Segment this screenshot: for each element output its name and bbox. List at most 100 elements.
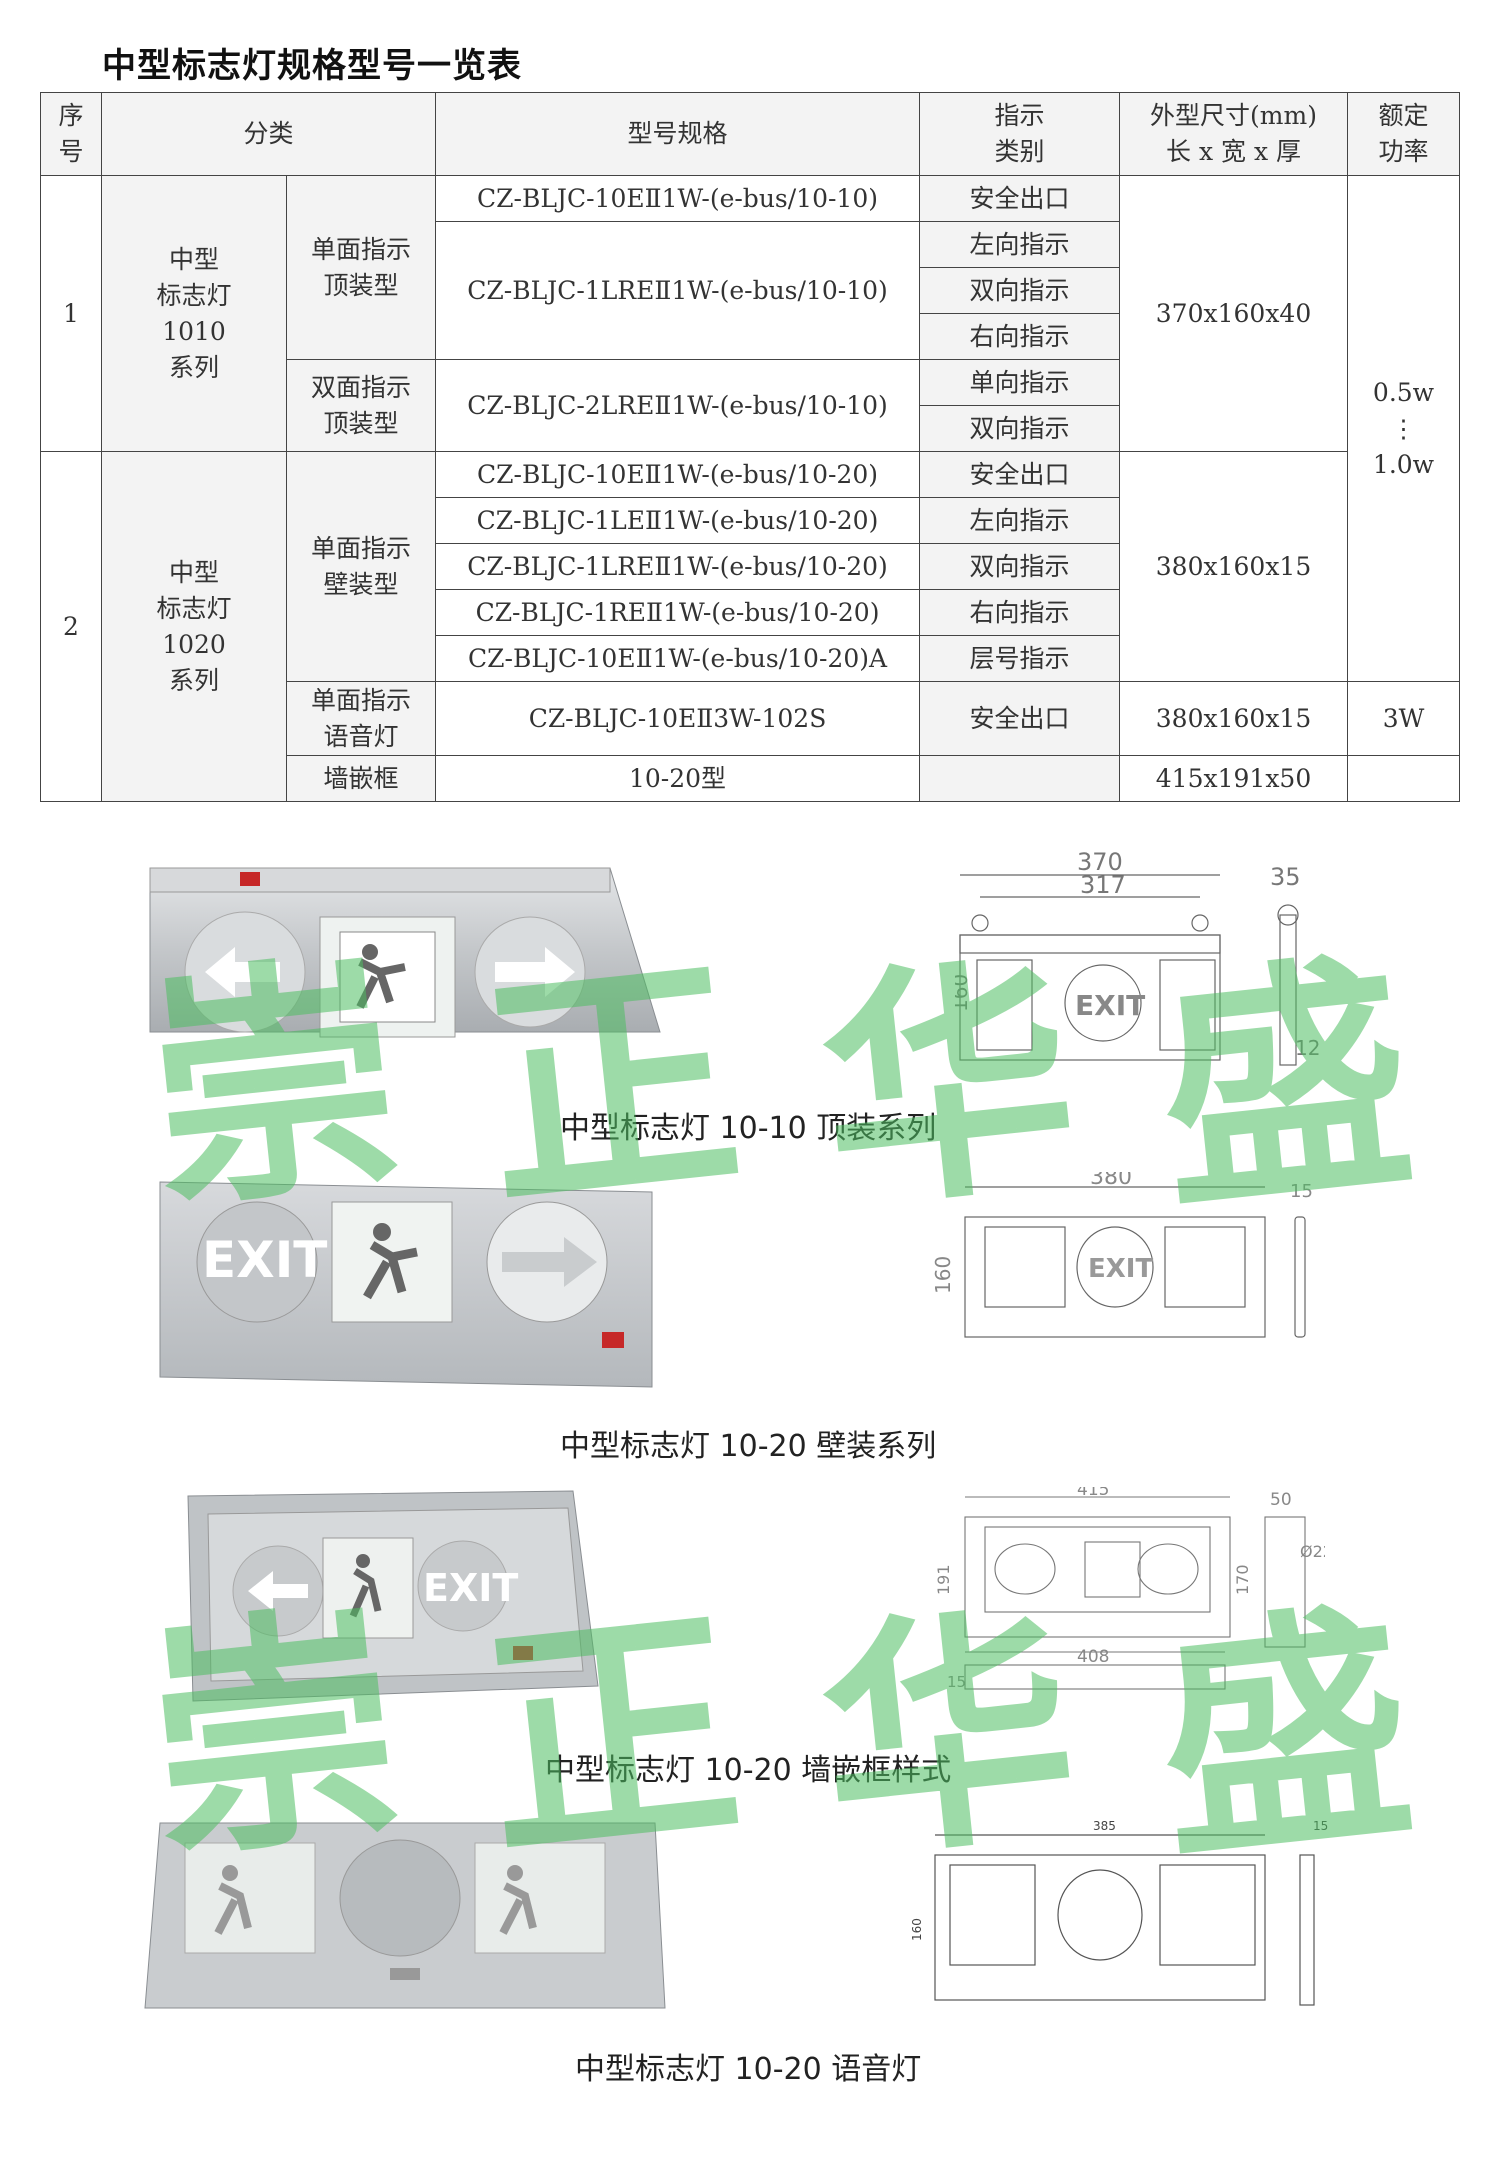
- table-header-row: 序号 分类 型号规格 指示类别 外型尺寸(mm)长 x 宽 x 厚 额定功率: [40, 92, 1461, 176]
- dim-thickness-label: 12: [1295, 1036, 1320, 1060]
- dim-side-label: 15: [1313, 1819, 1328, 1833]
- power-cell: [1347, 755, 1461, 802]
- header-seq: 序号: [40, 92, 102, 176]
- dim-height-label: 191: [935, 1564, 953, 1595]
- dim-width-label: 380: [1090, 1172, 1132, 1190]
- dim-inner-height-label: 170: [1233, 1564, 1252, 1595]
- caption-voice: 中型标志灯 10-20 语音灯: [575, 2052, 922, 2087]
- spec-table: 序号 分类 型号规格 指示类别 外型尺寸(mm)长 x 宽 x 厚 额定功率 1…: [40, 92, 1461, 802]
- watermark-char: 盛: [1145, 1575, 1425, 1895]
- dim-height-label: 160: [931, 1256, 955, 1294]
- watermark-row-bottom: 崇 正 华 盛: [135, 1576, 1424, 1895]
- dim-thickness-label: 15: [947, 1673, 966, 1691]
- subcategory-cell: 单面指示顶装型: [285, 175, 437, 360]
- indication-cell: 双向指示: [919, 543, 1121, 590]
- power-cell: 3W: [1347, 681, 1461, 756]
- dimension-drawing-voice: 385 15 160: [910, 1819, 1328, 2006]
- watermark-char: 崇: [135, 1575, 415, 1895]
- caption-ceiling: 中型标志灯 10-10 顶装系列: [560, 1111, 937, 1146]
- watermark-char: 盛: [1145, 925, 1425, 1245]
- table-row: 墙嵌框 10-20型 415x191x50: [41, 755, 1461, 802]
- table-row: 双向指示: [41, 267, 1460, 314]
- seq-cell: 1: [40, 175, 102, 452]
- watermark-char: 华: [808, 1575, 1088, 1895]
- indication-cell: 层号指示: [919, 635, 1121, 682]
- header-size: 外型尺寸(mm)长 x 宽 x 厚: [1119, 92, 1349, 176]
- product-photo-embed: EXIT: [187, 1490, 599, 1702]
- dim-inner-width-label: 317: [1080, 871, 1126, 899]
- subcategory-cell: 单面指示壁装型: [285, 451, 437, 682]
- dim-height-label: 160: [910, 1918, 924, 1941]
- table-row: CZ-BLJC-1LREⅡ1W-(e-bus/10-10) 左向指示: [41, 221, 1460, 360]
- table-row: 双向指示: [41, 405, 1460, 452]
- product-photo-ceiling: [149, 867, 661, 1038]
- model-cell: CZ-BLJC-2LREⅡ1W-(e-bus/10-10): [435, 359, 921, 452]
- model-cell: CZ-BLJC-1LEⅡ1W-(e-bus/10-20): [435, 497, 921, 544]
- indication-cell: 右向指示: [919, 589, 1121, 636]
- dim-width-label: 385: [1093, 1819, 1116, 1833]
- watermark-char: 崇: [135, 925, 415, 1245]
- page-title: 中型标志灯规格型号一览表: [102, 46, 522, 86]
- header-category: 分类: [100, 92, 437, 176]
- subcategory-cell: 双面指示顶装型: [285, 359, 437, 452]
- table-row: CZ-BLJC-1LEⅡ1W-(e-bus/10-20) 左向指示: [41, 497, 1460, 544]
- subcategory-cell: 墙嵌框: [285, 755, 437, 802]
- dim-side-label: 15: [1290, 1181, 1313, 1202]
- seq-cell: 2: [40, 451, 102, 802]
- indication-cell: 双向指示: [919, 405, 1121, 452]
- model-cell: CZ-BLJC-10EⅡ3W-102S: [435, 681, 921, 756]
- model-cell: 10-20型: [435, 755, 921, 802]
- caption-wall: 中型标志灯 10-20 壁装系列: [560, 1429, 937, 1464]
- table-row: CZ-BLJC-1REⅡ1W-(e-bus/10-20) 右向指示: [41, 589, 1460, 636]
- exit-sign-text: EXIT: [1075, 989, 1145, 1022]
- exit-sign-text: EXIT: [423, 1566, 518, 1610]
- model-cell: CZ-BLJC-10EⅡ1W-(e-bus/10-10): [435, 175, 921, 222]
- indication-cell: 安全出口: [919, 681, 1121, 756]
- indication-cell: 安全出口: [919, 175, 1121, 222]
- dimension-drawing-ceiling: 370 317 35 160 12 EXIT: [955, 848, 1320, 1066]
- dim-side-label: 35: [1270, 863, 1301, 891]
- size-cell: 370x160x40: [1119, 175, 1349, 452]
- subcategory-cell: 单面指示语音灯: [285, 681, 437, 756]
- indication-cell: 单向指示: [919, 359, 1121, 406]
- indication-cell: 左向指示: [919, 221, 1121, 268]
- table-row: 双面指示顶装型 CZ-BLJC-2LREⅡ1W-(e-bus/10-10) 单向…: [41, 359, 1460, 452]
- watermark-char: 华: [808, 925, 1088, 1245]
- table-row: 右向指示: [41, 313, 1460, 360]
- model-cell: CZ-BLJC-1LREⅡ1W-(e-bus/10-10): [435, 221, 921, 360]
- caption-embed: 中型标志灯 10-20 墙嵌框样式: [545, 1753, 952, 1788]
- product-photo-wall: EXIT: [159, 1181, 653, 1388]
- header-power: 额定功率: [1347, 92, 1461, 176]
- dim-inner-width-label: 408: [1077, 1647, 1109, 1667]
- table-row: CZ-BLJC-1LREⅡ1W-(e-bus/10-20) 双向指示: [41, 543, 1460, 590]
- size-cell: 415x191x50: [1119, 755, 1349, 802]
- indication-cell: 左向指示: [919, 497, 1121, 544]
- power-cell: 0.5w⋮1.0w: [1347, 175, 1461, 682]
- dim-height-label: 160: [955, 974, 972, 1012]
- dim-width-label: 370: [1077, 848, 1123, 876]
- dimension-drawing-wall: 380 15 160 EXIT: [931, 1172, 1313, 1338]
- size-cell: 380x160x15: [1119, 451, 1349, 682]
- watermark-char: 正: [471, 1575, 752, 1895]
- dim-width-label: 415: [1077, 1487, 1109, 1500]
- indication-cell: 安全出口: [919, 451, 1121, 498]
- exit-sign-text: EXIT: [1088, 1254, 1153, 1284]
- model-cell: CZ-BLJC-10EⅡ1W-(e-bus/10-20)A: [435, 635, 921, 682]
- exit-sign-text: EXIT: [202, 1231, 327, 1289]
- indication-cell: 右向指示: [919, 313, 1121, 360]
- dimension-drawing-embed: 415 408 50 Ø22 191 170 15: [935, 1487, 1325, 1691]
- watermark-row-top: 崇 正 华 盛: [135, 926, 1424, 1245]
- header-indication: 指示类别: [919, 92, 1121, 176]
- size-cell: 380x160x15: [1119, 681, 1349, 756]
- indication-cell: [919, 755, 1121, 802]
- model-cell: CZ-BLJC-1LREⅡ1W-(e-bus/10-20): [435, 543, 921, 590]
- product-photo-voice: [144, 1822, 666, 2009]
- table-row: CZ-BLJC-10EⅡ1W-(e-bus/10-20)A 层号指示: [41, 635, 1460, 682]
- model-cell: CZ-BLJC-1REⅡ1W-(e-bus/10-20): [435, 589, 921, 636]
- header-model: 型号规格: [435, 92, 921, 176]
- model-cell: CZ-BLJC-10EⅡ1W-(e-bus/10-20): [435, 451, 921, 498]
